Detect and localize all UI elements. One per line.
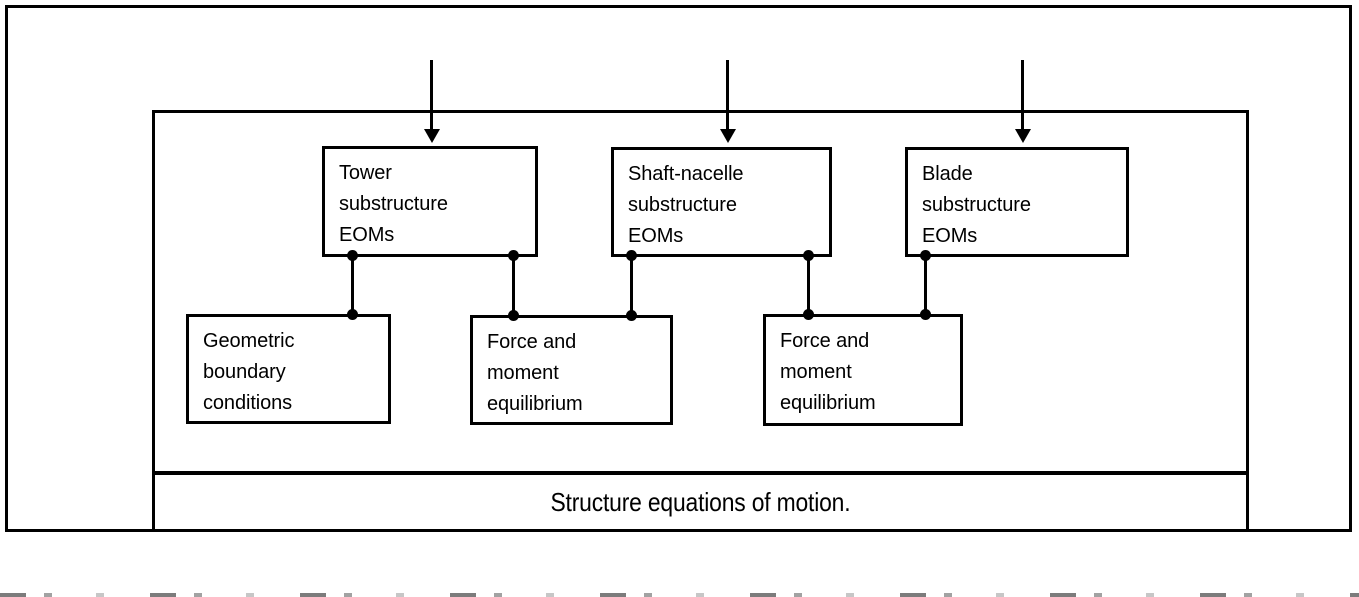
force-moment-equilibrium-box-2[interactable]: Force and moment equilibrium <box>763 314 963 426</box>
junction-dot-blade-left <box>920 250 931 261</box>
figure-caption: Structure equations of motion. <box>550 486 851 517</box>
shaft-nacelle-substructure-box[interactable]: Shaft-nacelle substructure EOMs <box>611 147 832 257</box>
caption-band: Structure equations of motion. <box>152 471 1249 532</box>
scan-artifact-strip <box>0 593 1359 597</box>
blade-input-arrow <box>1021 60 1024 130</box>
force-moment-equilibrium-box-1[interactable]: Force and moment equilibrium <box>470 315 673 425</box>
connector-tower-to-geometric <box>351 255 354 317</box>
junction-dot-equilibrium-2-left <box>803 309 814 320</box>
junction-dot-tower-right <box>508 250 519 261</box>
shaft-nacelle-input-arrow <box>726 60 729 130</box>
connector-tower-to-equilibrium-1 <box>512 255 515 317</box>
geometric-boundary-conditions-box[interactable]: Geometric boundary conditions <box>186 314 391 424</box>
tower-input-arrow <box>430 60 433 130</box>
junction-dot-equilibrium-1-left <box>508 310 519 321</box>
junction-dot-equilibrium-1-right <box>626 310 637 321</box>
junction-dot-shaft-left <box>626 250 637 261</box>
connector-shaft-to-equilibrium-2 <box>807 255 810 317</box>
tower-substructure-box[interactable]: Tower substructure EOMs <box>322 146 538 257</box>
junction-dot-tower-left <box>347 250 358 261</box>
junction-dot-equilibrium-2-right <box>920 309 931 320</box>
junction-dot-geometric-top <box>347 309 358 320</box>
connector-blade-to-equilibrium-2 <box>924 255 927 317</box>
connector-shaft-to-equilibrium-1 <box>630 255 633 317</box>
blade-substructure-box[interactable]: Blade substructure EOMs <box>905 147 1129 257</box>
junction-dot-shaft-right <box>803 250 814 261</box>
